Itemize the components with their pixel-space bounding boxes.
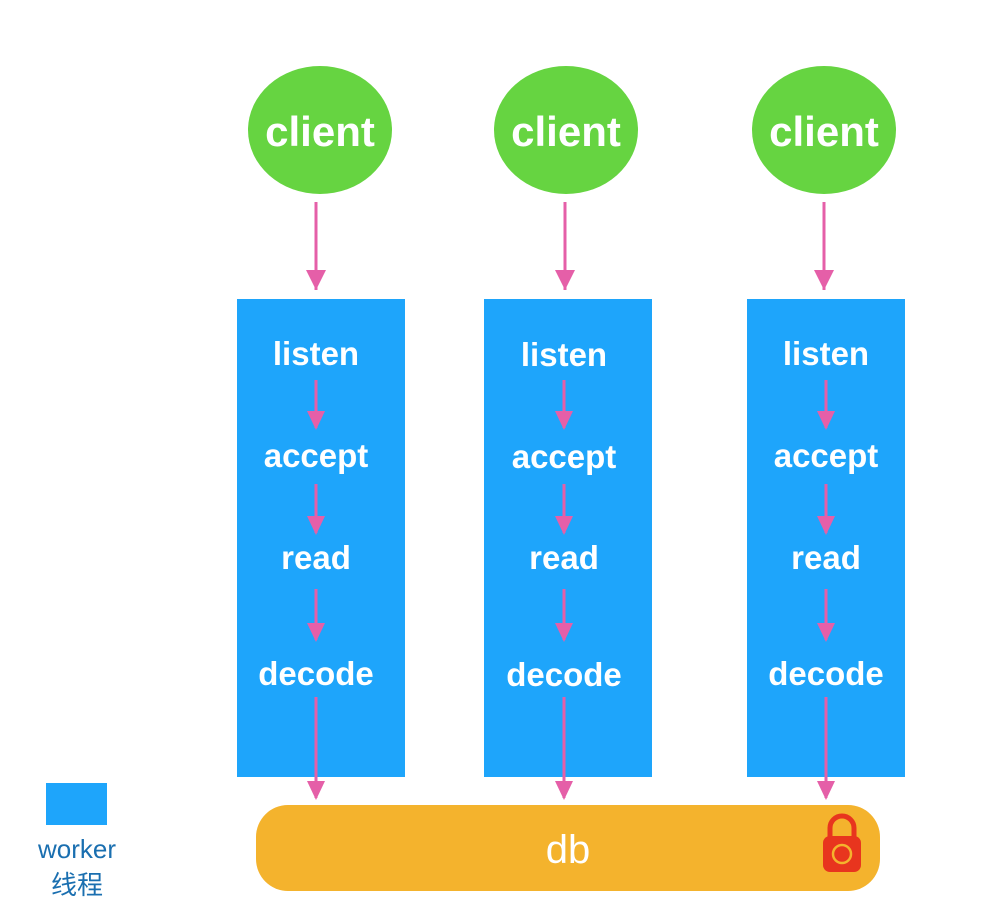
step-listen: listen (783, 335, 869, 372)
arrowhead (555, 623, 573, 642)
lock-icon (823, 813, 861, 872)
db-block (256, 805, 880, 891)
arrowhead (555, 516, 573, 535)
step-decode: decode (258, 655, 374, 692)
legend: worker 线程 (37, 783, 116, 900)
column-2: client listen accept read decode (484, 66, 652, 800)
legend-swatch (46, 783, 107, 825)
arrowhead (307, 623, 325, 642)
step-decode: decode (768, 655, 884, 692)
arrowhead (814, 270, 834, 290)
worker-block (484, 299, 652, 777)
arrowhead (307, 781, 325, 800)
client-label: client (265, 108, 375, 155)
arrowhead (555, 411, 573, 430)
worker-block (237, 299, 405, 777)
column-1: client listen accept read decode (237, 66, 405, 800)
arrowhead (817, 411, 835, 430)
arrowhead (817, 623, 835, 642)
arrowhead (307, 411, 325, 430)
arrowhead (307, 516, 325, 535)
client-label: client (769, 108, 879, 155)
step-accept: accept (264, 437, 369, 474)
step-decode: decode (506, 656, 622, 693)
step-accept: accept (512, 438, 617, 475)
client-node (752, 66, 896, 194)
step-read: read (791, 539, 861, 576)
legend-label-cn: 线程 (51, 870, 103, 900)
column-3: client listen accept read decode (747, 66, 905, 800)
step-listen: listen (521, 336, 607, 373)
step-read: read (529, 539, 599, 576)
client-node (248, 66, 392, 194)
db-label: db (546, 828, 591, 872)
legend-label: worker (37, 834, 116, 864)
step-read: read (281, 539, 351, 576)
arrowhead (817, 516, 835, 535)
db-bar: db (256, 805, 880, 891)
arrowhead (555, 270, 575, 290)
arrowhead (306, 270, 326, 290)
arrowhead (555, 781, 573, 800)
client-label: client (511, 108, 621, 155)
client-node (494, 66, 638, 194)
step-listen: listen (273, 335, 359, 372)
arrowhead (817, 781, 835, 800)
step-accept: accept (774, 437, 879, 474)
